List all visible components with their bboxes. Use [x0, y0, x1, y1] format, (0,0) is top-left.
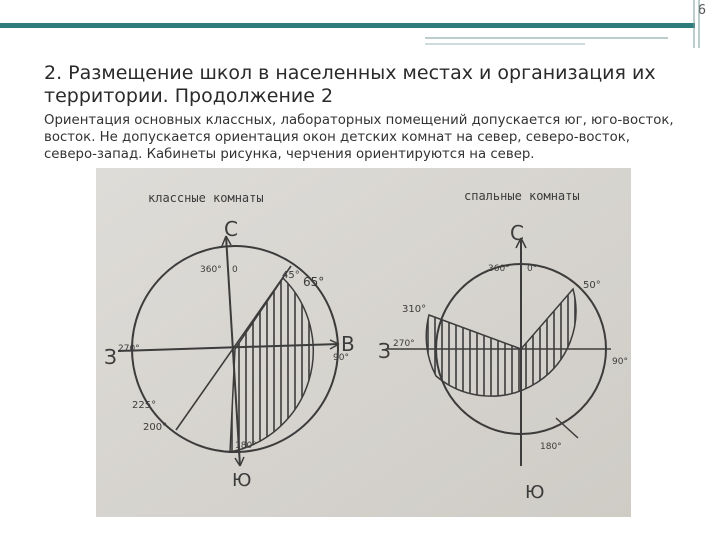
- left-deg-45: 45°: [282, 270, 300, 281]
- right-caption: спальные комнаты: [464, 189, 580, 203]
- right-west-label: З: [378, 339, 391, 363]
- header-decoration: [0, 23, 695, 45]
- left-east-label: В: [341, 332, 355, 356]
- right-deg-90: 90°: [612, 357, 628, 367]
- left-deg-200: 200°: [143, 422, 167, 433]
- left-caption: классные комнаты: [148, 191, 264, 205]
- slide-body-text: Ориентация основных классных, лабораторн…: [44, 113, 674, 162]
- right-compass-diagram: спальные комнаты С 360° 0° 50° 310° З 27…: [378, 189, 628, 503]
- left-deg-180: 180°: [235, 441, 257, 451]
- orientation-diagram-photo: классные комнаты С 360° 0 45° 65° З 270°…: [96, 168, 631, 517]
- slide-title: 2. Размещение школ в населенных местах и…: [44, 62, 656, 107]
- left-deg-225: 225°: [132, 400, 156, 411]
- right-deg-0: 0°: [527, 264, 537, 274]
- left-north-label: С: [224, 217, 238, 241]
- left-deg-0: 0: [232, 265, 238, 275]
- right-deg-270: 270°: [393, 339, 415, 349]
- left-deg-65: 65°: [303, 275, 324, 289]
- right-north-label: С: [510, 221, 524, 245]
- left-deg-90: 90°: [333, 353, 349, 363]
- right-deg-310: 310°: [402, 304, 426, 315]
- left-deg-270: 270°: [118, 344, 140, 354]
- left-compass-diagram: классные комнаты С 360° 0 45° 65° З 270°…: [104, 191, 355, 491]
- page-number: 6: [697, 3, 706, 18]
- right-deg-360: 360°: [488, 264, 510, 274]
- corner-decoration: [693, 0, 700, 48]
- right-deg-50: 50°: [583, 280, 601, 291]
- left-deg-360: 360°: [200, 265, 222, 275]
- right-south-label: Ю: [525, 482, 544, 503]
- right-deg-180: 180°: [540, 442, 562, 452]
- left-west-label: З: [104, 345, 117, 369]
- left-south-label: Ю: [232, 470, 251, 491]
